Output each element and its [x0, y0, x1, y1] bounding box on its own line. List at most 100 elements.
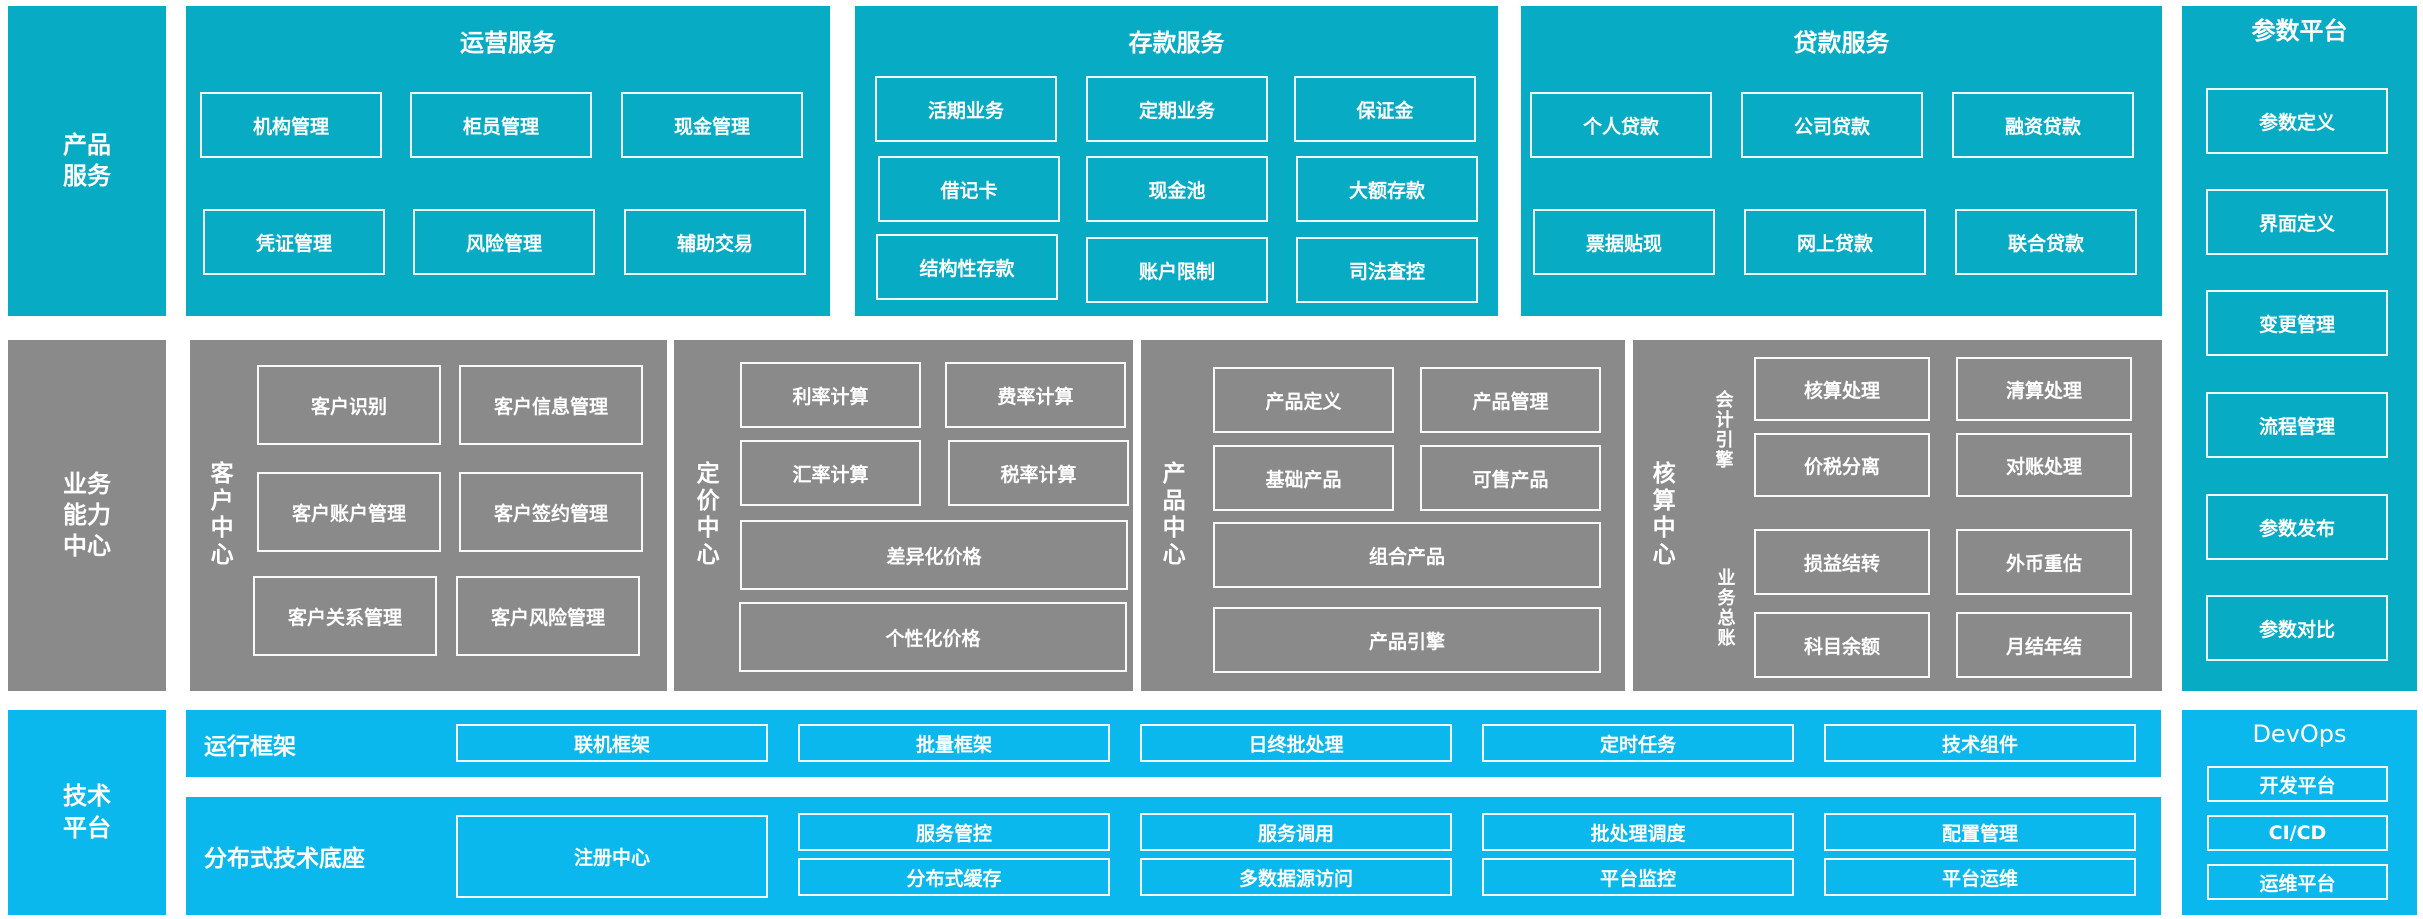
accounting-center-item[interactable]: 损益结转 [1754, 529, 1930, 595]
param-platform-title: 参数平台 [2251, 16, 2348, 45]
accounting-engine-label-text: 会计引擎 [1712, 390, 1734, 470]
param-platform-item[interactable]: 变更管理 [2206, 290, 2388, 356]
distributed-base-item[interactable]: 配置管理 [1824, 813, 2136, 851]
row-label-tech-platform: 技术 平台 [8, 710, 166, 915]
param-platform-item[interactable]: 界面定义 [2206, 189, 2388, 255]
deposit-item[interactable]: 现金池 [1086, 156, 1268, 222]
param-platform-item[interactable]: 参数发布 [2206, 494, 2388, 560]
loan-service-panel [1521, 6, 2162, 316]
customer-center-title-text: 客户中心 [206, 461, 233, 569]
deposit-item[interactable]: 账户限制 [1086, 237, 1268, 303]
operations-service-title: 运营服务 [460, 28, 556, 57]
product-center-item[interactable]: 基础产品 [1213, 445, 1394, 511]
product-center-item[interactable]: 产品管理 [1420, 367, 1601, 433]
product-center-title: 产品中心 [1148, 360, 1194, 670]
accounting-center-item[interactable]: 科目余额 [1754, 612, 1930, 678]
distributed-base-item[interactable]: 批处理调度 [1482, 813, 1794, 851]
accounting-center-item[interactable]: 价税分离 [1754, 433, 1930, 497]
distributed-base-item[interactable]: 平台监控 [1482, 858, 1794, 896]
accounting-center-panel [1633, 340, 2162, 691]
product-center-panel [1141, 340, 1625, 691]
registry-center-item[interactable]: 注册中心 [456, 815, 768, 898]
runtime-framework-panel: 运行框架 [186, 710, 2161, 777]
product-center-item[interactable]: 可售产品 [1420, 445, 1601, 511]
loan-service-title: 贷款服务 [1793, 28, 1890, 57]
accounting-center-item[interactable]: 外币重估 [1956, 529, 2132, 595]
runtime-framework-item[interactable]: 批量框架 [798, 724, 1110, 762]
customer-center-item[interactable]: 客户账户管理 [257, 472, 441, 552]
product-center-item[interactable]: 产品定义 [1213, 367, 1394, 433]
distributed-base-item[interactable]: 服务管控 [798, 813, 1110, 851]
pricing-center-item[interactable]: 差异化价格 [740, 520, 1128, 590]
accounting-center-title-text: 核算中心 [1648, 461, 1675, 569]
devops-item[interactable]: 开发平台 [2207, 766, 2388, 802]
accounting-center-title: 核算中心 [1638, 360, 1684, 670]
deposit-item[interactable]: 保证金 [1294, 76, 1476, 142]
loan-item[interactable]: 票据贴现 [1533, 209, 1715, 275]
row-label-capability-center: 业务 能力 中心 [8, 340, 166, 691]
operations-item[interactable]: 机构管理 [200, 92, 382, 158]
devops-item[interactable]: 运维平台 [2207, 864, 2388, 900]
param-platform-item[interactable]: 参数对比 [2206, 595, 2388, 661]
pricing-center-item[interactable]: 汇率计算 [740, 440, 921, 506]
product-center-item[interactable]: 产品引擎 [1213, 607, 1601, 673]
runtime-framework-title: 运行框架 [204, 733, 296, 760]
distributed-base-item[interactable]: 分布式缓存 [798, 858, 1110, 896]
product-center-item[interactable]: 组合产品 [1213, 522, 1601, 588]
param-platform-item[interactable]: 参数定义 [2206, 88, 2388, 154]
runtime-framework-item[interactable]: 联机框架 [456, 724, 768, 762]
business-ledger-label: 业务总账 [1707, 552, 1743, 664]
deposit-item[interactable]: 活期业务 [875, 76, 1057, 142]
pricing-center-item[interactable]: 利率计算 [740, 362, 921, 428]
accounting-center-item[interactable]: 核算处理 [1754, 357, 1930, 421]
operations-item[interactable]: 风险管理 [413, 209, 595, 275]
deposit-item[interactable]: 借记卡 [878, 156, 1060, 222]
accounting-center-item[interactable]: 对账处理 [1956, 433, 2132, 497]
customer-center-item[interactable]: 客户签约管理 [459, 472, 643, 552]
operations-item[interactable]: 柜员管理 [410, 92, 592, 158]
accounting-center-item[interactable]: 清算处理 [1956, 357, 2132, 421]
pricing-center-item[interactable]: 税率计算 [948, 440, 1129, 506]
customer-center-item[interactable]: 客户识别 [257, 365, 441, 445]
devops-panel [2182, 710, 2417, 915]
loan-item[interactable]: 融资贷款 [1952, 92, 2134, 158]
business-ledger-label-text: 业务总账 [1714, 568, 1736, 648]
operations-item[interactable]: 凭证管理 [203, 209, 385, 275]
loan-item[interactable]: 联合贷款 [1955, 209, 2137, 275]
deposit-service-title: 存款服务 [1128, 28, 1225, 57]
deposit-item[interactable]: 大额存款 [1296, 156, 1478, 222]
row-label-product-services: 产品 服务 [8, 6, 166, 316]
pricing-center-title: 定价中心 [682, 360, 728, 670]
distributed-base-item[interactable]: 多数据源访问 [1140, 858, 1452, 896]
distributed-base-item[interactable]: 平台运维 [1824, 858, 2136, 896]
deposit-item[interactable]: 司法查控 [1296, 237, 1478, 303]
devops-item[interactable]: CI/CD [2207, 815, 2388, 851]
devops-title: DevOps [2252, 720, 2347, 748]
distributed-base-title: 分布式技术底座 [204, 846, 365, 872]
pricing-center-item[interactable]: 费率计算 [945, 362, 1126, 428]
customer-center-item[interactable]: 客户信息管理 [459, 365, 643, 445]
deposit-item[interactable]: 结构性存款 [876, 234, 1058, 300]
runtime-framework-item[interactable]: 日终批处理 [1140, 724, 1452, 762]
runtime-framework-item[interactable]: 定时任务 [1482, 724, 1794, 762]
accounting-engine-label: 会计引擎 [1705, 370, 1741, 490]
customer-center-panel [190, 340, 667, 691]
pricing-center-panel [674, 340, 1133, 691]
runtime-framework-item[interactable]: 技术组件 [1824, 724, 2136, 762]
deposit-service-panel [855, 6, 1498, 316]
customer-center-title: 客户中心 [196, 360, 242, 670]
distributed-base-item[interactable]: 服务调用 [1140, 813, 1452, 851]
pricing-center-item[interactable]: 个性化价格 [739, 602, 1127, 672]
customer-center-item[interactable]: 客户风险管理 [456, 576, 640, 656]
customer-center-item[interactable]: 客户关系管理 [253, 576, 437, 656]
loan-item[interactable]: 公司贷款 [1741, 92, 1923, 158]
operations-item[interactable]: 现金管理 [621, 92, 803, 158]
accounting-center-item[interactable]: 月结年结 [1956, 612, 2132, 678]
pricing-center-title-text: 定价中心 [692, 461, 719, 569]
operations-item[interactable]: 辅助交易 [624, 209, 806, 275]
deposit-item[interactable]: 定期业务 [1086, 76, 1268, 142]
loan-item[interactable]: 个人贷款 [1530, 92, 1712, 158]
param-platform-panel [2182, 6, 2417, 691]
loan-item[interactable]: 网上贷款 [1744, 209, 1926, 275]
param-platform-item[interactable]: 流程管理 [2206, 392, 2388, 458]
